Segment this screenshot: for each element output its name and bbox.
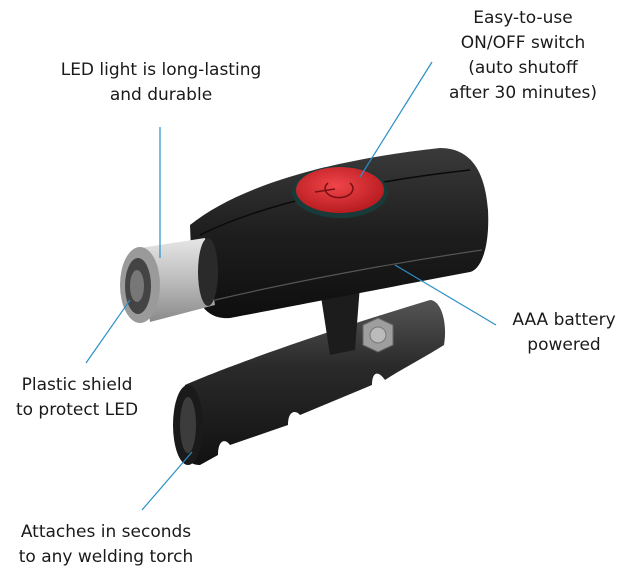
clamp xyxy=(173,300,446,465)
leader-attach xyxy=(141,451,193,511)
callout-attach: Attaches in seconds to any welding torch xyxy=(18,522,194,567)
led-head xyxy=(120,238,218,323)
callout-led: LED light is long-lasting and durable xyxy=(60,60,262,105)
hex-nut xyxy=(362,317,394,353)
mount-stem xyxy=(320,285,360,355)
power-button xyxy=(292,166,388,218)
callout-battery: AAA battery powered xyxy=(512,310,616,355)
callout-switch: Easy-to-use ON/OFF switch (auto shutoff … xyxy=(448,8,598,103)
leader-switch xyxy=(359,61,433,178)
callout-shield: Plastic shield to protect LED xyxy=(15,375,139,420)
leader-battery xyxy=(394,264,497,326)
power-icon xyxy=(314,182,354,199)
leader-lines xyxy=(85,61,497,511)
leader-shield xyxy=(85,299,131,364)
